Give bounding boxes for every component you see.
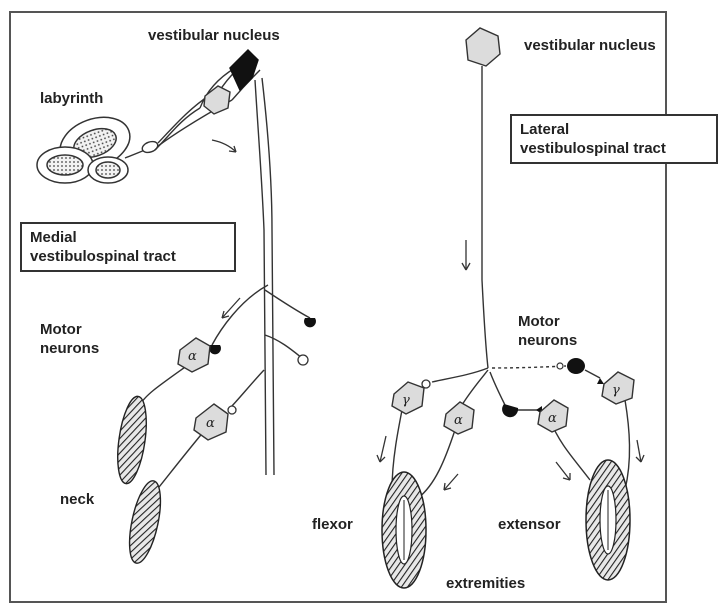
right-motor-line2: neurons	[518, 331, 577, 350]
labyrinth-label: labyrinth	[40, 89, 103, 108]
terminal-open	[422, 380, 430, 388]
alpha-label: α	[206, 416, 215, 431]
extensor-muscle	[586, 460, 630, 580]
terminal-dot	[209, 345, 221, 354]
neck-muscle-lower	[124, 478, 167, 566]
lateral-tract-line1: Lateral	[520, 120, 708, 139]
flexor-gamma-neuron: γ	[392, 382, 424, 414]
terminal-dot	[304, 318, 316, 327]
medial-tract-line1: Medial	[30, 228, 226, 247]
flexor-label: flexor	[312, 515, 353, 534]
medial-tract-line2: vestibulospinal tract	[30, 247, 226, 266]
left-motor-neurons-label: Motor neurons	[40, 320, 99, 358]
labyrinth-organ	[37, 108, 137, 183]
right-motor-line1: Motor	[518, 312, 577, 331]
neck-muscle-upper	[113, 395, 151, 486]
terminal-arrowhead	[597, 378, 604, 384]
left-motor-line1: Motor	[40, 320, 99, 339]
alpha-label: α	[188, 349, 197, 364]
terminal-open	[557, 363, 563, 369]
lateral-vestibulospinal-tract-box: Lateral vestibulospinal tract	[510, 114, 718, 164]
motor-neuron-dark	[567, 358, 585, 374]
extensor-label: extensor	[498, 515, 561, 534]
right-down-arrow	[462, 240, 470, 270]
gamma-label: γ	[612, 383, 620, 398]
left-motor-line2: neurons	[40, 339, 99, 358]
flexor-alpha-neuron: α	[444, 402, 474, 434]
terminal-open	[228, 406, 236, 414]
right-vestibular-nucleus-label: vestibular nucleus	[524, 36, 656, 55]
left-alpha-neuron-lower: α	[194, 404, 228, 440]
extensor-gamma-neuron: γ	[602, 372, 634, 404]
alpha-label: α	[548, 411, 557, 426]
right-motor-neurons-label: Motor neurons	[518, 312, 577, 350]
alpha-label: α	[454, 413, 463, 428]
neck-label: neck	[60, 490, 94, 509]
left-vestibular-nucleus-label: vestibular nucleus	[148, 26, 280, 45]
figure-frame	[10, 12, 666, 602]
left-nucleus-cell	[230, 50, 258, 90]
medial-vestibulospinal-tract-box: Medial vestibulospinal tract	[20, 222, 236, 272]
left-alpha-neuron-upper: α	[178, 338, 210, 372]
extensor-alpha-neuron: α	[538, 400, 568, 432]
terminal-open	[298, 355, 308, 365]
lateral-tract-line2: vestibulospinal tract	[520, 139, 708, 158]
left-interneuron	[204, 86, 230, 114]
right-nucleus-cell	[466, 28, 500, 66]
extremities-label: extremities	[446, 574, 525, 593]
terminal-dot	[502, 404, 518, 417]
gamma-label: γ	[402, 393, 410, 408]
flexor-muscle	[382, 472, 426, 588]
